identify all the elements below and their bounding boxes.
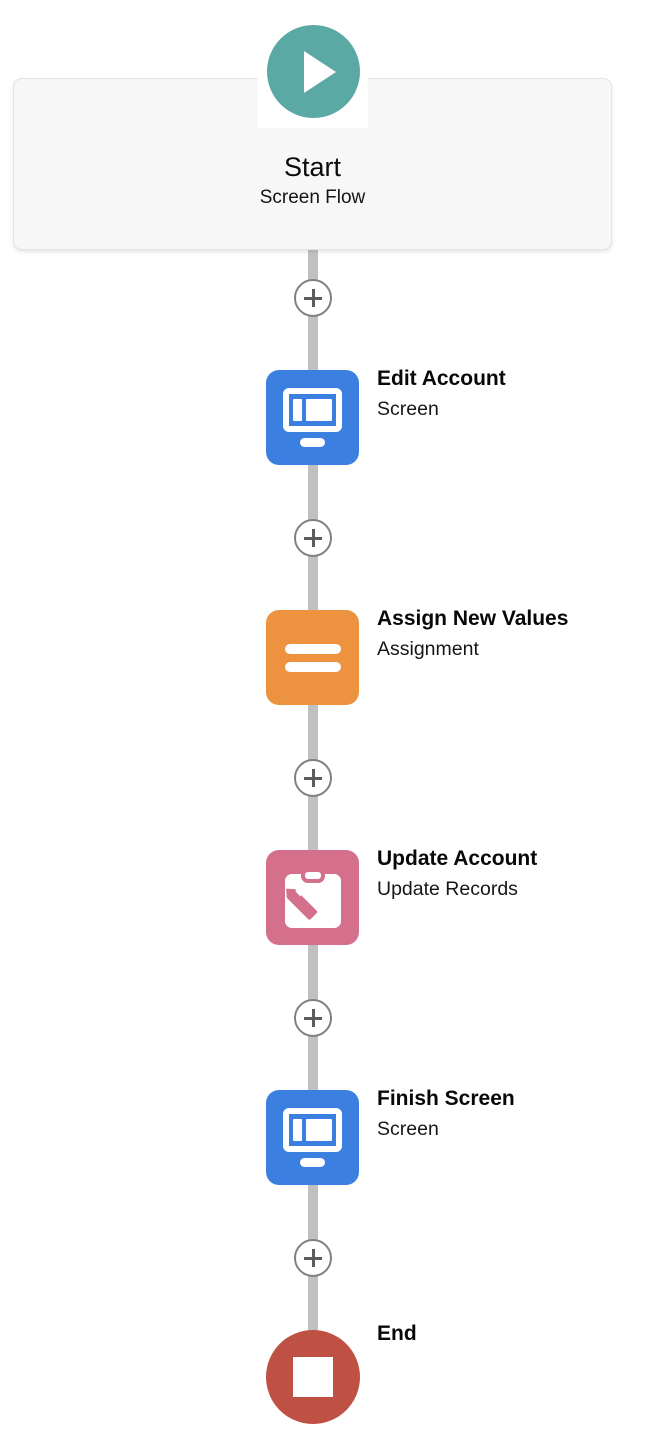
update-records-icon-tile[interactable] (266, 850, 359, 945)
end-node[interactable] (266, 1330, 360, 1424)
play-triangle-icon (304, 51, 336, 93)
screen-icon-tile[interactable] (266, 370, 359, 465)
start-node-box[interactable] (13, 78, 612, 250)
screen-icon-tile[interactable] (266, 1090, 359, 1185)
element-label-group: Finish Screen Screen (377, 1084, 515, 1144)
element-label-group: Update Account Update Records (377, 844, 537, 904)
monitor-right-pane-icon (306, 1119, 332, 1141)
update-records-icon (285, 868, 341, 928)
add-element-button[interactable] (294, 999, 332, 1037)
element-subtitle: Assignment (377, 638, 479, 660)
element-title: Edit Account (377, 367, 506, 390)
monitor-frame-icon (283, 388, 342, 432)
monitor-stand-icon (300, 438, 325, 447)
monitor-right-pane-icon (306, 399, 332, 421)
assignment-icon (285, 644, 341, 672)
element-subtitle: Screen (377, 398, 439, 420)
element-label-group: Edit Account Screen (377, 364, 506, 424)
element-subtitle: Update Records (377, 878, 518, 900)
monitor-left-pane-icon (293, 399, 302, 421)
monitor-frame-icon (283, 1108, 342, 1152)
play-icon[interactable] (267, 25, 360, 118)
monitor-stand-icon (300, 1158, 325, 1167)
stop-icon (293, 1357, 333, 1397)
element-label-group: Assign New Values Assignment (377, 604, 568, 664)
add-element-button[interactable] (294, 759, 332, 797)
screen-icon (283, 1108, 342, 1168)
equals-bar-bottom-icon (285, 662, 341, 672)
end-label: End (377, 1322, 417, 1345)
add-element-button[interactable] (294, 519, 332, 557)
screen-icon (283, 388, 342, 448)
add-element-button[interactable] (294, 1239, 332, 1277)
equals-bar-top-icon (285, 644, 341, 654)
monitor-left-pane-icon (293, 1119, 302, 1141)
clipboard-clip-icon (301, 868, 325, 883)
element-title: Assign New Values (377, 607, 569, 630)
add-element-button[interactable] (294, 279, 332, 317)
element-title: Update Account (377, 847, 538, 870)
assignment-icon-tile[interactable] (266, 610, 359, 705)
element-title: Finish Screen (377, 1087, 515, 1110)
element-subtitle: Screen (377, 1118, 439, 1140)
